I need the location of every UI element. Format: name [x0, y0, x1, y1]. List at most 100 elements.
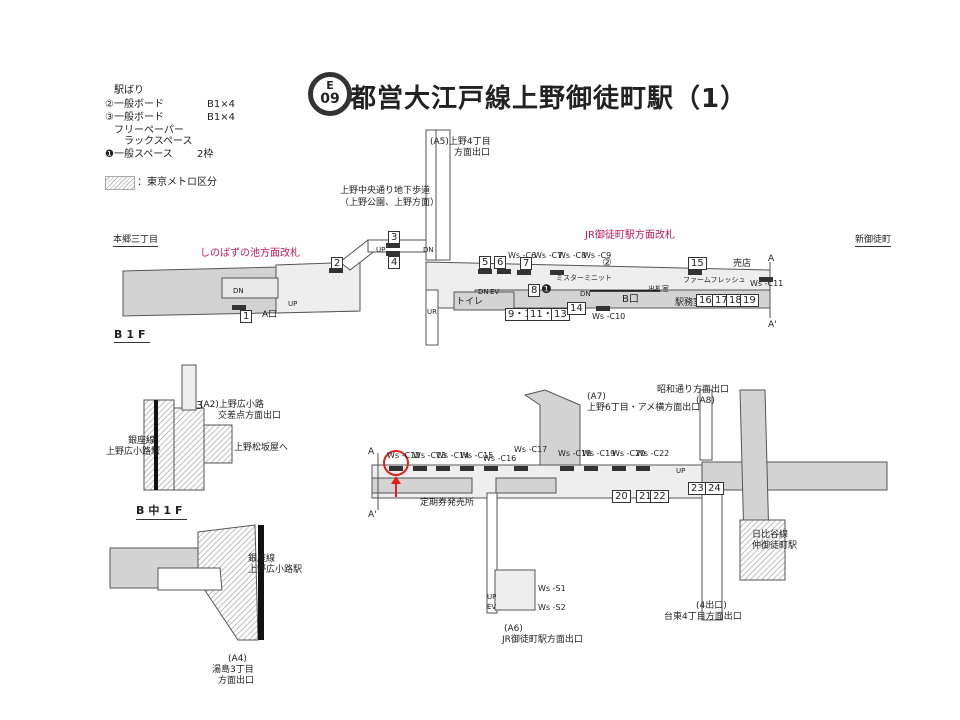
toilet-label: トイレ — [456, 297, 484, 307]
dn-marker: DN — [423, 246, 434, 254]
matsuzakaya-label: 上野松坂屋へ — [234, 443, 289, 453]
matsuzakaya-passage — [203, 424, 233, 464]
ginza-line-label: 銀座線 — [128, 436, 156, 446]
ws-c15-label[interactable]: Ws -C15 — [460, 451, 494, 460]
line-code: E — [326, 79, 334, 92]
ad-position-15[interactable]: 15 — [688, 257, 707, 270]
ad-position-23[interactable]: 23 — [688, 482, 707, 495]
station-number: 09 — [320, 91, 340, 107]
ws-c12-label[interactable]: Ws -C12 — [387, 451, 421, 460]
stair-a — [221, 277, 279, 299]
ws-c9-label[interactable]: Ws -C9 — [583, 251, 612, 260]
ws-s2-label[interactable]: Ws -S2 — [538, 603, 566, 612]
ginza-station-label: 上野広小路駅 — [248, 565, 303, 575]
legend-row-label: フリーペーパー — [114, 125, 184, 136]
gate-label-jr: JR御徒町駅方面改札 — [585, 230, 675, 241]
page-title: 都営大江戸線上野御徒町駅（1） — [350, 84, 748, 114]
hatch-swatch — [105, 176, 135, 190]
a6-passage — [486, 492, 498, 614]
ev-marker: EV — [487, 603, 497, 611]
floor-label-b1f: B1F — [114, 328, 150, 343]
ws-c14-label[interactable]: Ws -C14 — [436, 451, 470, 460]
legend-row-value: B1×4 — [207, 99, 235, 110]
ws-c7-label[interactable]: Ws -C7 — [534, 251, 563, 260]
ginza-station-label: 上野広小路駅 — [106, 447, 161, 457]
ad-position-4[interactable]: 4 — [388, 256, 401, 269]
up-marker: UP — [288, 300, 298, 308]
hatch-label: ：東京メトロ区分 — [137, 177, 217, 188]
gate-label-shinobazu: しのばずの池方面改札 — [200, 248, 300, 259]
exit-ur-stair — [425, 289, 439, 346]
exit-a8-label: 昭和通り方面出口 — [657, 385, 730, 395]
ad-position-5[interactable]: 5 — [479, 256, 492, 269]
underpass-label: 上野中央通り地下歩道 — [340, 186, 431, 196]
shop-label: 売店 — [733, 259, 752, 269]
ad-position-19[interactable]: 19 — [740, 294, 759, 307]
legend-row-label: ラックスペース — [124, 136, 193, 147]
hibiya-connector — [701, 461, 888, 491]
ad-position-8[interactable]: 8 — [528, 284, 541, 297]
ws-c10-label[interactable]: Ws -C10 — [592, 312, 626, 321]
exit-4-label: (4出口) — [696, 601, 727, 611]
station-office-label: 駅務室 — [675, 298, 703, 308]
exit-a2-label: (A2)上野広小路 — [200, 400, 264, 410]
ur-marker: UR — [427, 308, 437, 316]
dn-marker: DN — [233, 287, 244, 295]
up-marker: UP — [487, 593, 497, 601]
exit-b-label: B口 — [622, 294, 639, 305]
legend-heading: 駅ばり — [114, 85, 144, 96]
up-marker: UP — [676, 467, 686, 475]
line-badge: E 09 — [308, 72, 352, 116]
hibiya-line-label: 日比谷線 — [752, 530, 789, 540]
ws-s1-label[interactable]: Ws -S1 — [538, 584, 566, 593]
legend-row-value: 2枠 — [197, 149, 214, 160]
mister-minit-label: ミスターミニット — [556, 274, 612, 282]
board-3-label[interactable]: 3 — [196, 399, 203, 412]
ws-c18-label[interactable]: Ws -C18 — [558, 449, 592, 458]
hibiya-station-label: 仲御徒町駅 — [752, 541, 798, 551]
ginza-line-label: 銀座線 — [248, 554, 276, 564]
exit-a5-label: (A5)上野4丁目 — [430, 137, 491, 147]
exit-a2-label-sub: 交差点方面出口 — [218, 411, 282, 421]
a6-stair — [494, 569, 536, 611]
a7-structure — [523, 389, 581, 466]
board-2-label[interactable]: ② — [602, 256, 612, 269]
ticket-office-label: 出札室 — [648, 285, 669, 293]
ws-c19-label[interactable]: Ws -C19 — [582, 449, 616, 458]
ad-position-7[interactable]: 7 — [520, 257, 533, 270]
ad-position-1[interactable]: 1 — [240, 310, 253, 323]
legend-row-value: B1×4 — [207, 112, 235, 123]
ws-c17-label[interactable]: Ws -C17 — [514, 445, 548, 454]
ws-c6-label[interactable]: Ws -C6 — [508, 251, 537, 260]
exit-a7-label-sub: 上野6丁目・アメ横方面出口 — [587, 403, 701, 413]
legend-row-label: ②一般ボード — [105, 99, 164, 110]
up-marker: UP — [376, 246, 386, 254]
ws-c16-label[interactable]: Ws -C16 — [483, 454, 517, 463]
toilet-area — [453, 291, 515, 311]
ad-position-20[interactable]: 20 — [612, 490, 631, 503]
exit-a7-label: (A7) — [587, 392, 606, 402]
ad-position-6[interactable]: 6 — [494, 256, 507, 269]
commuter-pass-label: 定期券発売所 — [420, 498, 475, 508]
farm-fresh-label: ファームフレッシュ — [683, 276, 746, 284]
section-a-label: A — [768, 254, 775, 264]
exit-4-label-sub: 台東4丁目方面出口 — [664, 612, 742, 622]
ws-c11-label[interactable]: Ws -C11 — [750, 279, 784, 288]
exit-a5-label-sub: 方面出口 — [454, 148, 491, 158]
ws-c8-label[interactable]: Ws -C8 — [558, 251, 587, 260]
ws-c22-label[interactable]: Ws -C22 — [636, 449, 670, 458]
ws-c20-label[interactable]: Ws -C20 — [612, 449, 646, 458]
legend-row-label: ③一般ボード — [105, 112, 164, 123]
ad-position-22[interactable]: 22 — [650, 490, 669, 503]
exit-a5-stair — [435, 129, 451, 261]
dn-marker: DN — [478, 288, 489, 296]
ad-position-24[interactable]: 24 — [705, 482, 724, 495]
direction-right: 新御徒町 — [855, 232, 892, 247]
ws-c13-label[interactable]: Ws -C13 — [413, 451, 447, 460]
space-1-label[interactable]: ❶ — [541, 282, 552, 296]
hibiya-hatch — [739, 519, 786, 581]
section-a2-label: A' — [368, 510, 377, 520]
mezzanine-stair — [181, 364, 197, 411]
ad-position-14[interactable]: 14 — [567, 302, 586, 315]
